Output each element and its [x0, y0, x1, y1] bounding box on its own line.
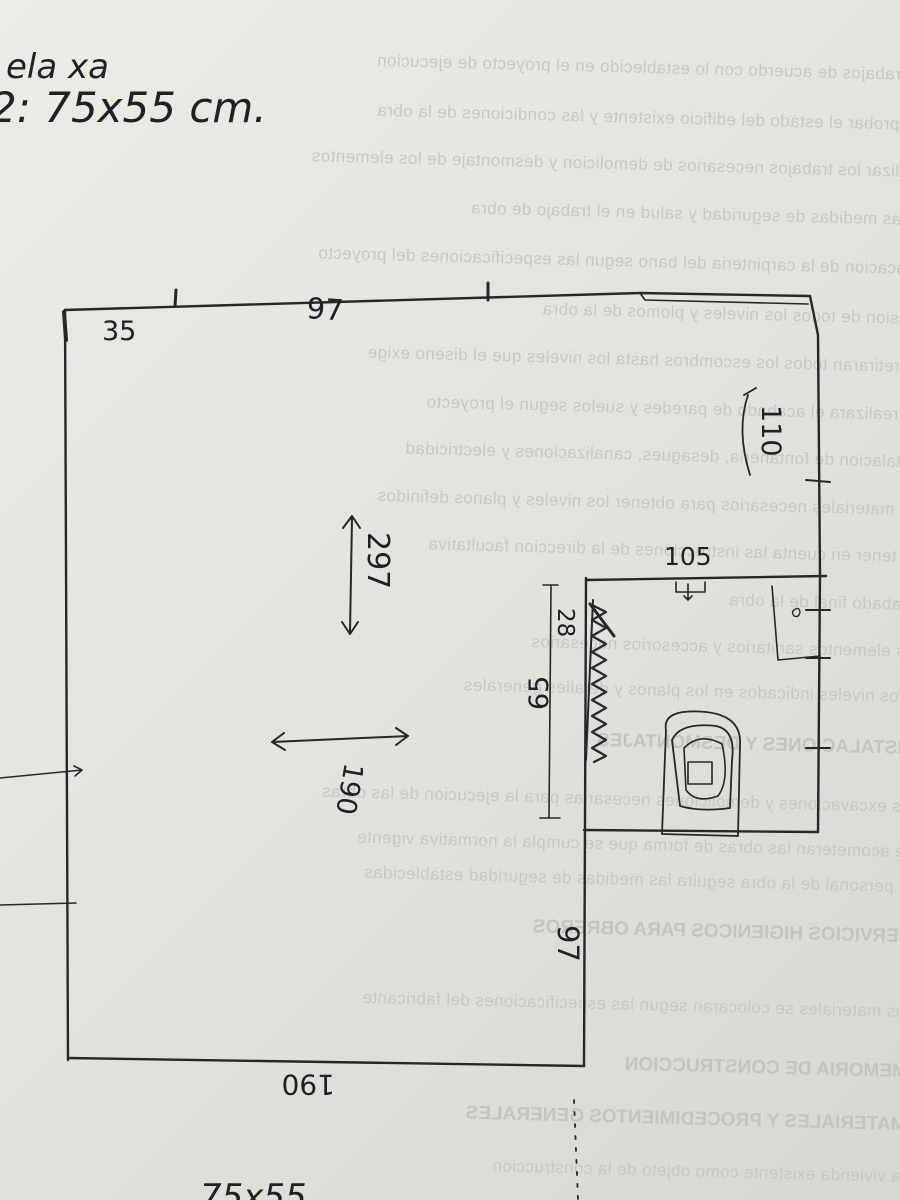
dimension-label: 110 — [755, 405, 786, 457]
toilet-flush-button — [687, 761, 713, 785]
partition-dimension-line — [539, 584, 561, 819]
toilet-bowl — [671, 724, 734, 811]
dimension-label: 28 — [552, 608, 578, 637]
sink-tap — [791, 607, 801, 618]
bathroom-wall-bottom — [582, 828, 820, 834]
header-note-line1: ela xa — [6, 47, 109, 87]
toilet-seat — [683, 738, 726, 800]
tick-mark — [805, 479, 831, 483]
dimension-label: 297 — [360, 532, 395, 589]
doorway-line — [0, 902, 77, 906]
doorway-arrow — [0, 765, 83, 779]
sink-cabinet — [771, 585, 821, 661]
radiator-zigzag — [590, 604, 608, 764]
top-right-corner-detail — [639, 292, 809, 305]
toilet-outline — [661, 710, 741, 837]
dimension-label: 65 — [524, 676, 555, 710]
wall-bottom — [66, 1056, 586, 1068]
left-wall-marker — [62, 310, 68, 342]
partition-wall — [585, 599, 594, 761]
wall-top — [63, 291, 822, 577]
bleed-line: acabado final de la obra — [729, 590, 900, 614]
door-stop-mark — [675, 581, 706, 593]
footer-note: 75x55 — [200, 1177, 307, 1200]
header-note-line2: 2: 75x55 cm. — [0, 83, 267, 132]
dimension-label: 190 — [282, 1068, 335, 1101]
bathroom-wall-right — [816, 573, 822, 834]
dimension-label: 190 — [329, 761, 368, 817]
dimension-label: 97 — [306, 291, 345, 327]
arrow-head — [271, 727, 409, 751]
arrow-head — [683, 583, 693, 601]
dimension-arrow-110 — [741, 394, 751, 476]
dimension-arrow-190 — [271, 735, 409, 743]
wall-lower-right — [582, 576, 588, 1068]
dimension-arrow-297 — [349, 517, 353, 633]
dimension-label: 105 — [664, 542, 712, 571]
dotted-extension-line — [573, 1099, 579, 1200]
arrow-head — [743, 387, 757, 396]
dimension-label: 97 — [551, 925, 585, 962]
door-swing-mark — [588, 602, 616, 638]
wall-left — [63, 308, 70, 1062]
bathroom-wall-top — [584, 574, 828, 582]
tick-mark — [173, 288, 178, 308]
arrow-head — [341, 515, 361, 635]
dimension-label: 35 — [102, 316, 136, 347]
